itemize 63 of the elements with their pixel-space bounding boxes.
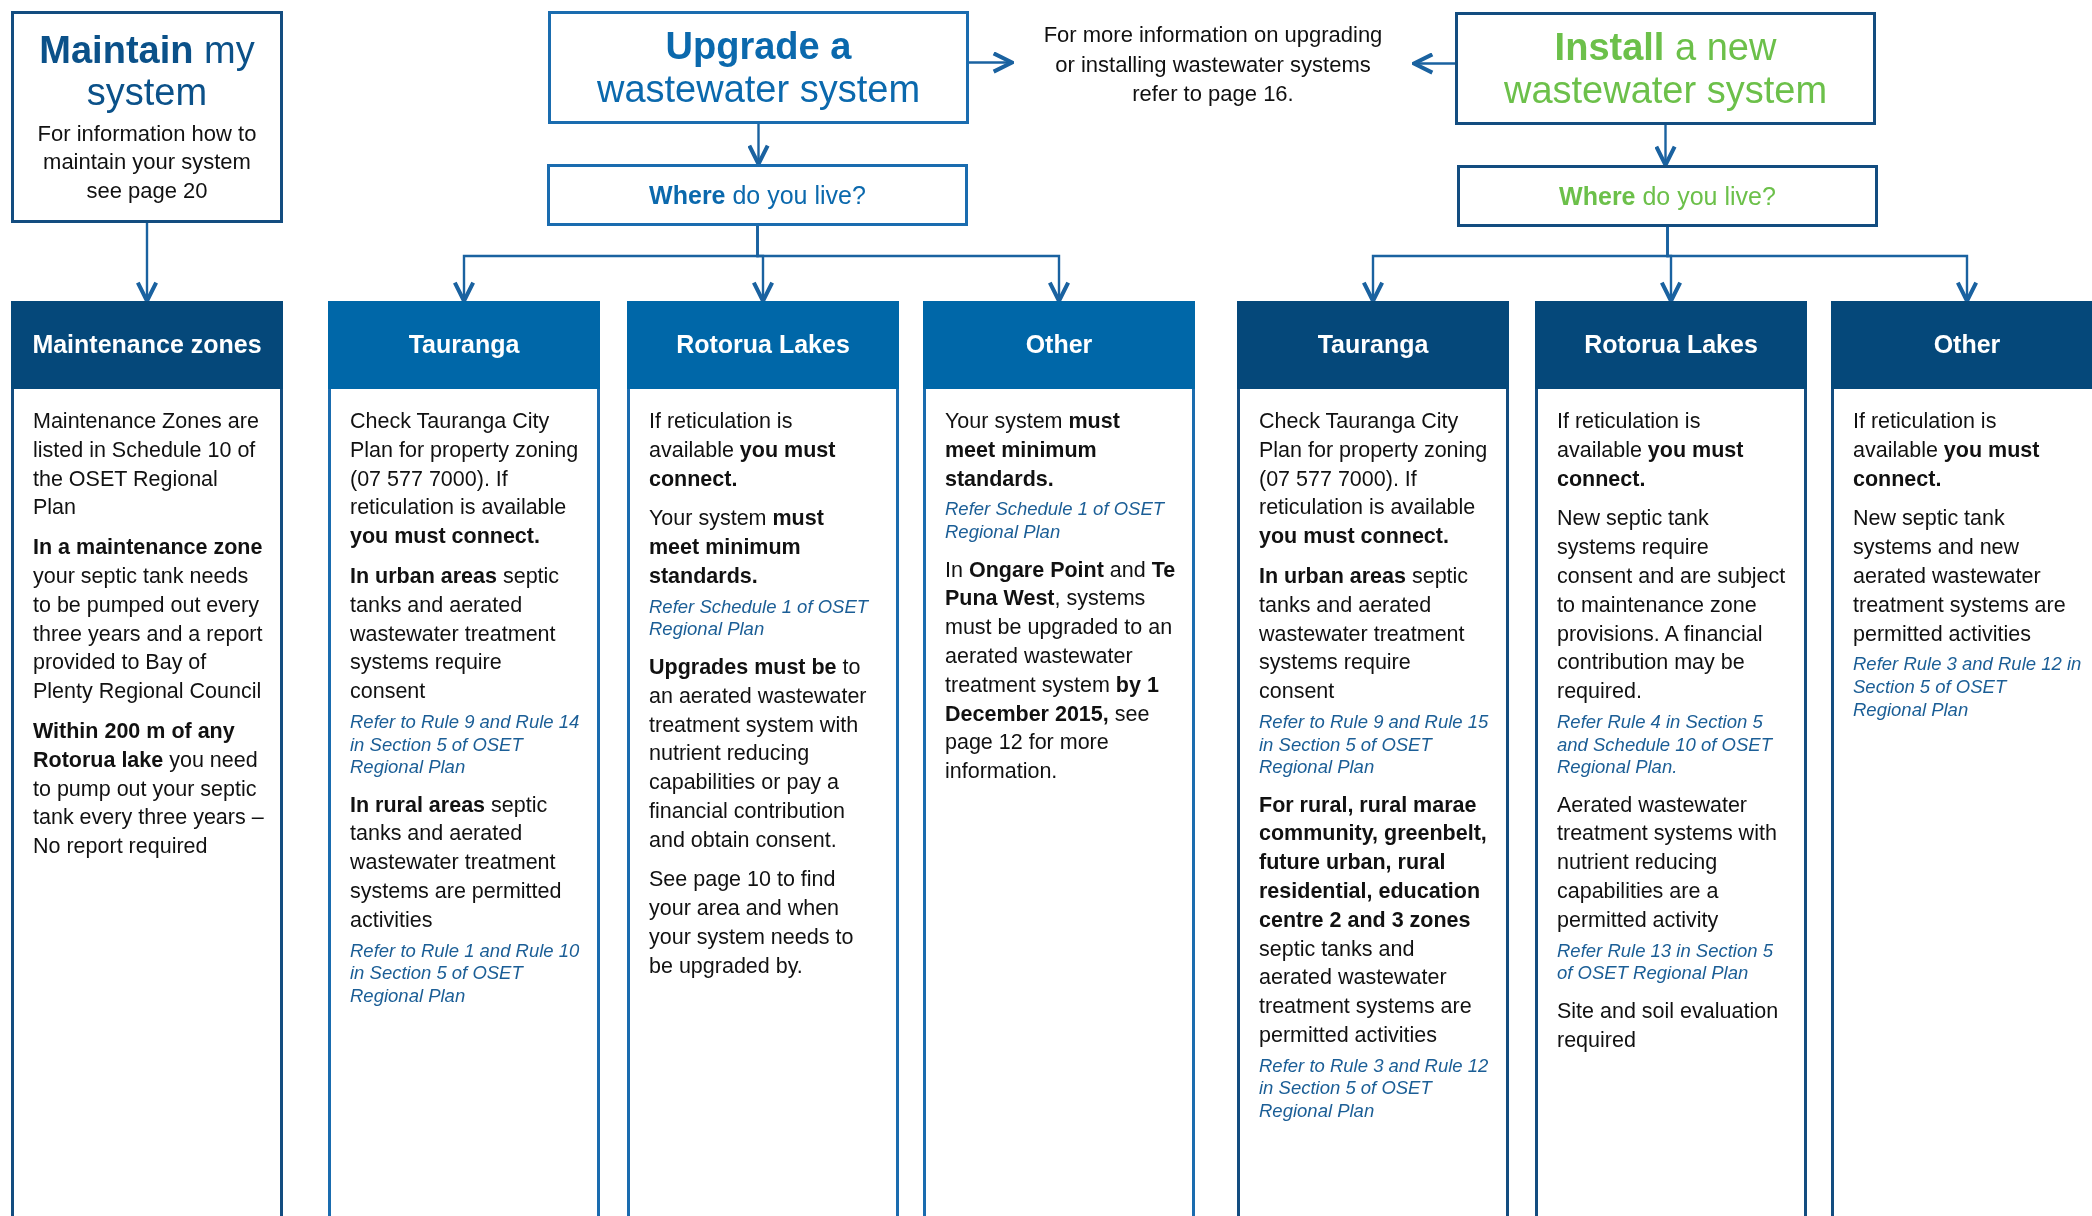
arrow xyxy=(1666,227,1979,303)
column-panel xyxy=(11,301,283,1216)
body-text: New septic tank systems require consent and are subject to maintenance zone provisions. A financial contribution may be required. xyxy=(1557,505,1787,706)
arrow xyxy=(747,124,770,166)
title-box xyxy=(1455,12,1876,125)
rule-reference: Refer Schedule 1 of OSET Regional Plan xyxy=(649,595,870,641)
arrow xyxy=(969,51,1014,74)
arrow xyxy=(1654,125,1677,167)
body-text: Check Tauranga City Plan for property zoning (07 577 7000). If reticulation is available you must connect. xyxy=(350,408,580,551)
rule-reference: Refer to Rule 9 and Rule 14 in Section 5 of OSET Regional Plan xyxy=(350,710,581,779)
note-text: For more information on upgrading or installing wastewater systems refer to page 16. xyxy=(1012,20,1414,120)
rule-reference: Refer to Rule 9 and Rule 15 in Section 5 of OSET Regional Plan xyxy=(1259,710,1490,779)
body-text: Your system must meet minimum standards. xyxy=(649,505,825,590)
rule-reference: Refer Rule 13 in Section 5 of OSET Regional Plan xyxy=(1557,939,1774,985)
question-box xyxy=(1457,165,1878,227)
arrow xyxy=(756,226,1071,303)
column-heading: Other xyxy=(1831,301,2092,389)
body-text: In Ongare Point and Te Puna West, systems must be upgraded to an aerated wastewater treatment system by 1 December 2015, see page 12 for more information. xyxy=(945,556,1176,786)
column-heading: Rotorua Lakes xyxy=(1535,301,1807,389)
column-heading: Tauranga xyxy=(328,301,600,389)
column-panel xyxy=(1535,301,1807,1216)
column-panel xyxy=(627,301,899,1216)
title-box xyxy=(11,11,283,223)
box-title: Install a new wastewater system xyxy=(1502,25,1829,112)
column-heading: Maintenance zones xyxy=(11,301,283,389)
column-heading: Other xyxy=(923,301,1195,389)
body-text: Upgrades must be to an aerated wastewater treatment system with nutrient reducing capabilities or pay a financial contribution and obtain consent. xyxy=(649,653,868,854)
column-panel xyxy=(328,301,600,1216)
box-text: For information how to maintain your system see page 20 xyxy=(36,119,258,205)
box-title: Upgrade a wastewater system xyxy=(595,24,922,111)
question-box xyxy=(547,164,968,226)
body-text: New septic tank systems and new aerated wastewater treatment systems are permitted activities xyxy=(1853,505,2067,648)
column-panel xyxy=(923,301,1195,1216)
body-text: See page 10 to find your area and when your system needs to be upgraded by. xyxy=(649,866,855,980)
body-text: If reticulation is available you must connect. xyxy=(649,408,837,493)
question-text: Where do you live? xyxy=(1559,181,1776,211)
column-panel xyxy=(1237,301,1509,1216)
body-text: In rural areas septic tanks and aerated wastewater treatment systems are permitted activities xyxy=(350,791,563,934)
box-title: Maintain my system xyxy=(38,28,256,114)
question-text: Where do you live? xyxy=(649,180,866,210)
body-text: In urban areas septic tanks and aerated wastewater treatment systems require consent xyxy=(1259,563,1470,706)
column-panel xyxy=(1831,301,2092,1216)
body-text: In urban areas septic tanks and aerated wastewater treatment systems require consent xyxy=(350,563,561,706)
title-box xyxy=(548,11,969,124)
arrow xyxy=(1412,52,1455,75)
body-text: For rural, rural marae community, greenbelt, future urban, rural residential, education centre 2 and 3 zones septic tanks and aerated wastewater treatment systems are permitted activities xyxy=(1259,791,1488,1050)
column-heading: Rotorua Lakes xyxy=(627,301,899,389)
rule-reference: Refer to Rule 3 and Rule 12 in Section 5 of OSET Regional Plan xyxy=(1259,1054,1490,1123)
body-text: In a maintenance zone your septic tank needs to be pumped out every three years and a report provided to Bay of Plenty Regional Council xyxy=(33,534,264,706)
rule-reference: Refer to Rule 1 and Rule 10 in Section 5 of OSET Regional Plan xyxy=(350,939,581,1008)
body-text: If reticulation is available you must connect. xyxy=(1853,408,2041,493)
rule-reference: Refer Schedule 1 of OSET Regional Plan xyxy=(945,498,1166,544)
column-heading: Tauranga xyxy=(1237,301,1509,389)
body-text: If reticulation is available you must connect. xyxy=(1557,408,1745,493)
body-text: Maintenance Zones are listed in Schedule 10 of the OSET Regional Plan xyxy=(33,408,260,522)
body-text: Aerated wastewater treatment systems with nutrient reducing capabilities are a permitted activity xyxy=(1557,791,1778,934)
arrow xyxy=(135,223,159,303)
rule-reference: Refer Rule 4 in Section 5 and Schedule 10 of OSET Regional Plan. xyxy=(1557,710,1774,779)
body-text: Check Tauranga City Plan for property zoning (07 577 7000). If reticulation is available you must connect. xyxy=(1259,408,1489,551)
body-text: Your system must meet minimum standards. xyxy=(945,408,1121,493)
rule-reference: Refer Rule 3 and Rule 12 in Section 5 of OSET Regional Plan xyxy=(1853,653,2083,722)
body-text: Site and soil evaluation required xyxy=(1557,997,1780,1054)
body-text: Within 200 m of any Rotorua lake you need to pump out your septic tank every three years – No report required xyxy=(33,717,264,861)
